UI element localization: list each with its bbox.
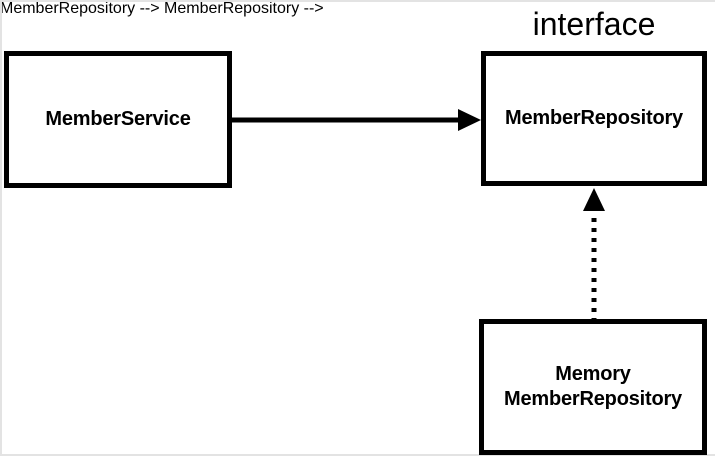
class-box-member-service-label: MemberService bbox=[45, 108, 191, 130]
interface-box-member-repository-label: MemberRepository bbox=[505, 107, 683, 129]
canvas-top-edge bbox=[0, 0, 715, 2]
class-box-memory-member-repository-label: Memory MemberRepository bbox=[504, 363, 682, 410]
realization-arrow-memory-to-repository bbox=[583, 188, 605, 322]
arrowhead-triangle-right bbox=[458, 109, 481, 131]
class-box-memory-member-repository[interactable]: Memory MemberRepository bbox=[479, 319, 707, 455]
dependency-arrow-service-to-repository bbox=[232, 109, 481, 131]
class-box-member-service[interactable]: MemberService bbox=[4, 51, 232, 188]
interface-box-member-repository[interactable]: MemberRepository bbox=[481, 51, 707, 186]
arrowhead-triangle-up bbox=[583, 188, 605, 211]
canvas-left-edge bbox=[0, 0, 2, 456]
canvas-bottom-edge bbox=[0, 454, 715, 456]
interface-stereotype-label: interface bbox=[532, 6, 656, 42]
